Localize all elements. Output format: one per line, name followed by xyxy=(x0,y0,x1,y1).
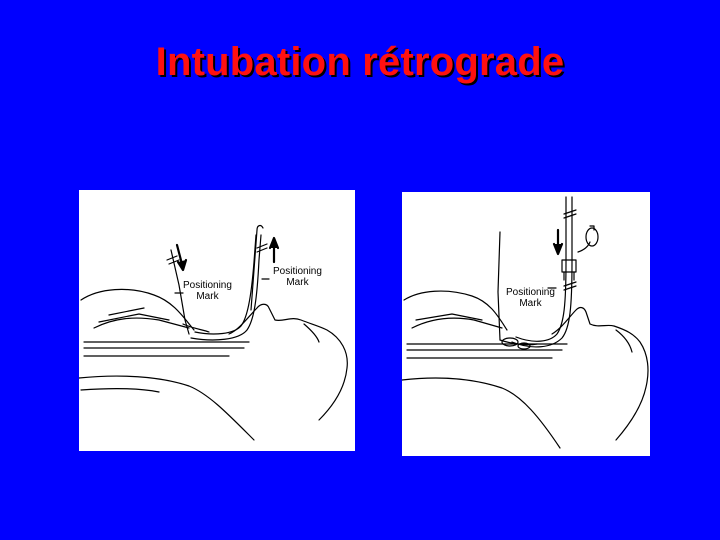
arrow-down-icon xyxy=(175,243,188,272)
chest-outline xyxy=(79,375,255,441)
face-profile xyxy=(228,303,348,421)
endotracheal-tube xyxy=(511,196,573,348)
positioning-mark-label: Positioning Mark xyxy=(273,266,322,288)
label-line-2: Mark xyxy=(519,298,542,309)
arrow-down-icon xyxy=(552,228,564,256)
guide-wire-left xyxy=(497,231,501,341)
label-line-2: Mark xyxy=(286,277,309,288)
retrograde-wire-illustration xyxy=(79,224,348,441)
slide-title: Intubation rétrograde xyxy=(155,40,565,84)
guide-wire-right xyxy=(250,224,264,311)
illustration-panel-left: Positioning Mark Positioning Mark xyxy=(79,190,355,451)
positioning-mark-label: Positioning Mark xyxy=(183,280,232,302)
face-profile xyxy=(551,306,649,441)
positioning-mark-label: Positioning Mark xyxy=(506,287,555,309)
label-line-2: Mark xyxy=(196,291,219,302)
tube-advancement-illustration xyxy=(402,196,649,449)
arrow-up-icon xyxy=(268,236,280,264)
tube xyxy=(190,234,262,341)
label-line-1: Positioning xyxy=(506,287,555,298)
chest-outline xyxy=(402,377,561,449)
hand-outline xyxy=(93,317,190,329)
illustration-panel-right: Positioning Mark xyxy=(402,192,650,456)
pilot-line xyxy=(577,241,591,253)
label-line-1: Positioning xyxy=(183,280,232,291)
tube-connector xyxy=(561,259,577,273)
label-line-1: Positioning xyxy=(273,266,322,277)
guide-wire-left xyxy=(170,249,190,335)
pilot-balloon xyxy=(585,227,599,247)
